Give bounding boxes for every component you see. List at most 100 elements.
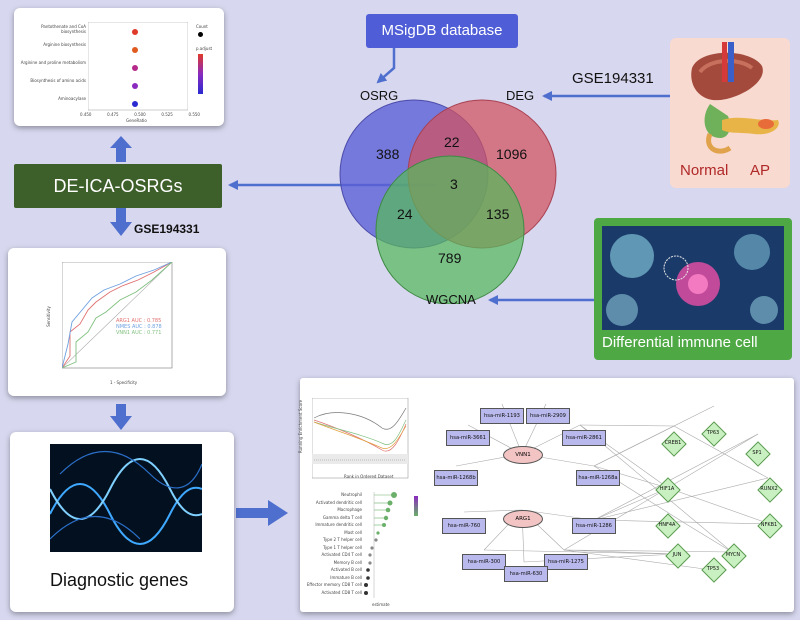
immune-card: Differential immune cell <box>594 218 792 360</box>
tf-node-creb1: CREB1 <box>661 431 687 457</box>
immune-cell-label: Effector memory CD8 T cell <box>306 582 362 587</box>
enrich-dot <box>132 29 138 35</box>
immune-cell-label: Memory B cell <box>333 559 362 565</box>
arrow-down-to-diag <box>110 404 132 430</box>
roc-plot <box>62 262 173 369</box>
deica-box: DE-ICA-OSRGs <box>14 164 222 208</box>
tf-node-hif1a: HIF1A <box>655 477 681 503</box>
enrich-colorbar <box>198 54 203 94</box>
immune-cell-label: Macrophage <box>337 507 362 512</box>
deica-label: DE-ICA-OSRGs <box>53 176 183 196</box>
roc-legend-item: NMES AUC : 0.878 <box>116 324 162 330</box>
tf-node-nfkb1: NFKB1 <box>757 513 783 539</box>
enrich-term: Aminoacylase <box>58 96 86 101</box>
enrichment-terms: Pantothenate and CoA biosynthesis Argini… <box>20 24 86 114</box>
mirna-node: hsa-miR-3661 <box>446 430 490 446</box>
venn-circle-wgcna <box>375 155 525 304</box>
tf-node-sp1: SP1 <box>745 441 771 467</box>
tf-node-mycn: MYCN <box>721 543 747 569</box>
diagnostic-card: Diagnostic genes <box>10 432 234 612</box>
enrich-legend-dot <box>198 32 203 37</box>
mirna-node: hsa-miR-630 <box>504 566 548 582</box>
tf-node-runx2: RUNX2 <box>757 477 783 503</box>
enrich-xlabel: GeneRatio <box>126 118 147 123</box>
mirna-node: hsa-miR-300 <box>462 554 506 570</box>
roc-xlabel: 1 - Specificity <box>110 380 138 385</box>
arrow-right-to-results <box>236 500 288 526</box>
immune-cell-label: Type 2 T helper cell <box>323 537 362 542</box>
roc-curve-arg1 <box>62 262 173 369</box>
immune-cell-label: Neutrophil <box>341 492 362 497</box>
roc-legend: ARG1 AUC : 0.785 NMES AUC : 0.878 VNN1 A… <box>116 318 162 336</box>
immune-cell-label: Activated dendritic cell <box>315 499 362 505</box>
enrich-term: Biosynthesis of amino acids <box>30 78 86 83</box>
gse-label-right: GSE194331 <box>572 70 654 87</box>
roc-curve-card: Sensitivity 1 - Specificity ARG1 AUC : 0… <box>8 248 226 396</box>
dna-image <box>50 444 202 552</box>
immune-cell-label: Activated B cell <box>330 567 362 572</box>
mirna-node: hsa-miR-2861 <box>562 430 606 446</box>
gsea-xlabel: Rank in Ordered Dataset <box>344 474 394 479</box>
mirna-node: hsa-miR-2909 <box>526 408 570 424</box>
roc-legend-item: ARG1 AUC : 0.785 <box>116 318 162 324</box>
immune-dot-legend-bar <box>414 496 418 516</box>
mirna-node: hsa-miR-1193 <box>480 408 524 424</box>
tf-node-jun: JUN <box>665 543 691 569</box>
venn-all: 3 <box>450 176 458 192</box>
venn-osrg-only: 388 <box>376 146 400 162</box>
venn-diagram <box>339 99 557 304</box>
venn-label-wgcna: WGCNA <box>426 292 476 307</box>
roc-curve-nmes <box>62 262 173 369</box>
enrich-dot <box>132 47 138 53</box>
mirna-node: hsa-miR-1268a <box>576 470 620 486</box>
immune-cell-label: Mast cell <box>344 529 362 535</box>
tf-node-hnf4a: HNF4A <box>655 513 681 539</box>
immune-cell-label: Activated CD4 T cell <box>321 552 363 557</box>
immune-dot-labels: Neutrophil Activated dendritic cell Macr… <box>304 492 362 597</box>
venn-deg-only: 1096 <box>496 146 528 162</box>
diagnostic-label: Diagnostic genes <box>50 570 189 590</box>
immune-dot-plot <box>364 492 397 598</box>
immune-label: Differential immune cell <box>602 334 758 351</box>
roc-legend-item: VNN1 AUC : 0.771 <box>116 330 162 336</box>
mirna-node: hsa-miR-1286 <box>572 518 616 534</box>
mirna-node: hsa-miR-1275 <box>544 554 588 570</box>
tf-node-tp53: TP53 <box>701 557 727 583</box>
venn-wgcna-only: 789 <box>438 250 462 266</box>
mirna-node: hsa-miR-760 <box>442 518 486 534</box>
organ-ap-label: AP <box>750 162 771 179</box>
gsea-ylabel: Running Enrichment Score <box>298 399 304 454</box>
immune-cell-label: Activated CD8 T cell <box>321 589 363 595</box>
venn-label-deg: DEG <box>506 88 535 103</box>
immune-dot-xlabel: estimate <box>372 602 390 607</box>
arrow-msigdb-to-osrg <box>376 48 396 84</box>
enrich-term: Pantothenate and CoA biosynthesis <box>41 24 86 34</box>
enrichment-plot-card: Pantothenate and CoA biosynthesis Argini… <box>14 8 224 126</box>
enrich-legend-count: Count <box>196 24 208 29</box>
immune-cell-label: Immature B cell <box>330 574 362 580</box>
gene-node-arg1: ARG1 <box>503 510 543 528</box>
immune-cell-image <box>602 226 784 330</box>
results-card: Rank in Ordered Dataset Running Enrichme… <box>298 378 794 612</box>
immune-cell-label: Gamma delta T cell <box>322 514 362 520</box>
gene-node-vnn1: VNN1 <box>503 446 543 464</box>
enrich-term: Arginine and proline metabolism <box>20 60 86 65</box>
arrow-up-to-enrichment <box>110 136 132 162</box>
mirna-node: hsa-miR-1268b <box>434 470 478 486</box>
roc-ylabel: Sensitivity <box>45 306 51 327</box>
gsea-plot <box>312 398 409 479</box>
organ-card: Normal AP <box>670 38 790 188</box>
enrich-xticks: 0.450 0.475 0.500 0.525 0.550 <box>80 112 200 117</box>
msigdb-box: MSigDB database <box>366 14 518 48</box>
enrich-dot <box>132 65 138 71</box>
enrich-dot <box>132 83 138 89</box>
venn-label-osrg: OSRG <box>360 88 399 103</box>
enrich-dot <box>132 101 138 107</box>
immune-cell-label: Type 1 T helper cell <box>323 544 362 550</box>
enrich-term: Arginine biosynthesis <box>43 42 86 47</box>
gse-label-left: GSE194331 <box>134 222 200 236</box>
immune-cell-label: Immature dendritic cell <box>315 522 362 527</box>
venn-deg-wgcna: 135 <box>486 206 510 222</box>
organ-normal-label: Normal <box>680 162 729 179</box>
